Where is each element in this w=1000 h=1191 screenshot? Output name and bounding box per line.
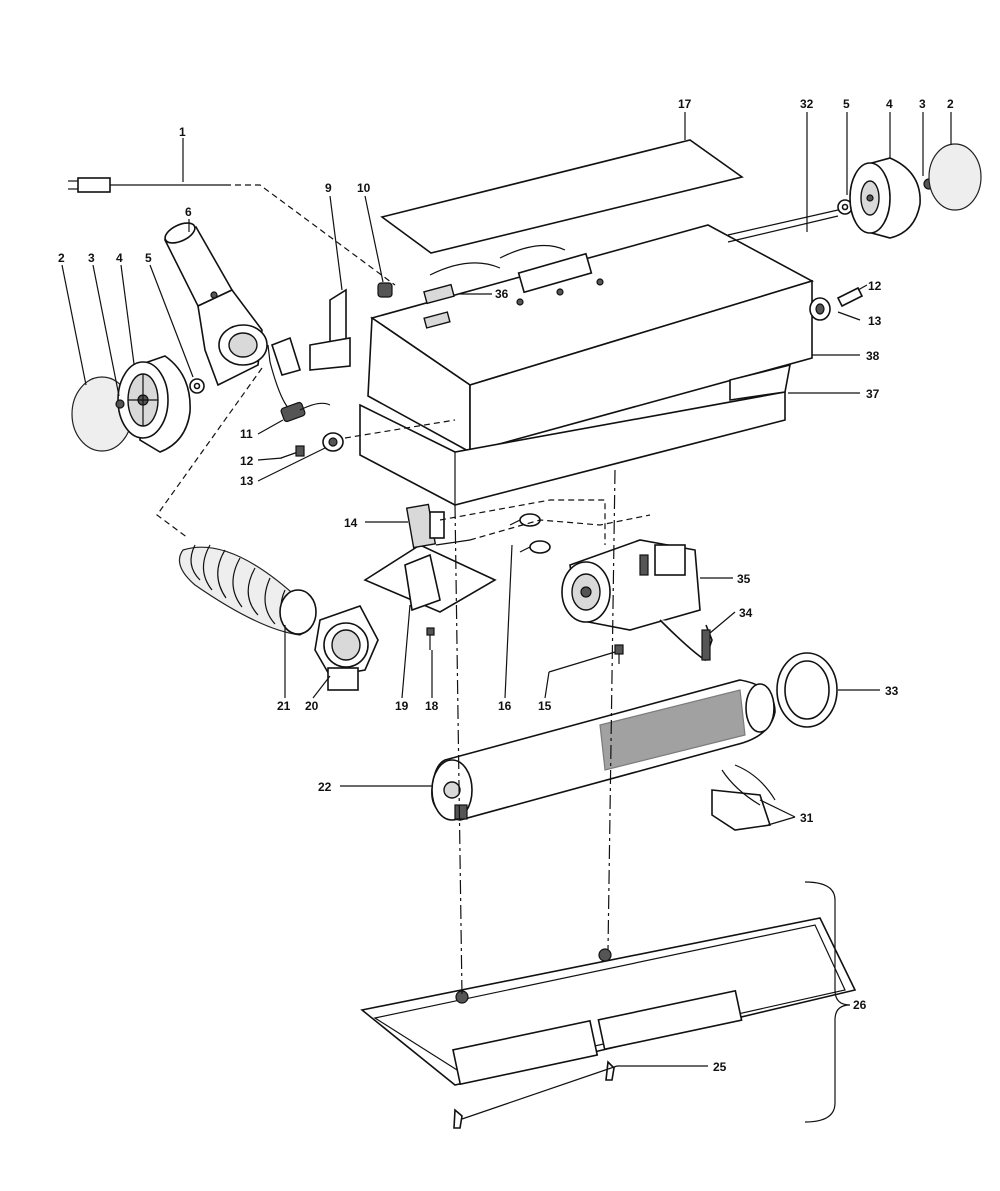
callout-31: 31 [800,811,814,825]
part-9-bracket [309,288,351,371]
part-33-belt [776,652,838,728]
part-11-spring [267,336,331,423]
wiring-path-line [439,499,606,545]
callout-32: 32 [800,97,814,111]
callout-18: 18 [425,699,439,713]
callout-14: 14 [344,516,358,530]
callout-38: 38 [866,349,880,363]
part-12-screw-right [836,286,864,308]
part-18-screw [426,627,435,650]
callout-19: 19 [395,699,409,713]
callout-21: 21 [277,699,291,713]
part-34-motor-clip [659,619,713,662]
part-16-connectors [509,513,551,554]
callout-33: 33 [885,684,899,698]
callout-36: 36 [495,287,509,301]
callout-2-right: 2 [947,97,954,111]
callout-34: 34 [739,606,753,620]
part-26-bottom-plate [360,917,857,1086]
part-2-hubcap-right [928,143,982,211]
guide-line-right [607,469,616,951]
callout-35: 35 [737,572,751,586]
callout-37: 37 [866,387,880,401]
callout-10: 10 [357,181,371,195]
callout-26: 26 [853,998,867,1012]
part-37-base-frame [359,363,792,506]
part-38-hood [367,224,815,454]
part-5-washer-left [189,378,205,394]
part-14-switch [405,503,471,549]
part-4-wheel-right [849,157,921,239]
callout-labels: 1 17 32 5 4 3 2 9 10 6 2 3 4 5 12 36 13 … [58,97,954,1074]
leader-lines [61,112,952,1120]
part-20-nozzle-clamp [314,605,379,691]
guide-line-left [454,504,463,996]
part-15-screw [614,644,624,664]
callout-13-right: 13 [868,314,882,328]
part-13-bushing-left [322,432,344,452]
part-22-brush-roll [431,679,776,821]
callout-5-left: 5 [145,251,152,265]
callout-2-left: 2 [58,251,65,265]
part-31-end-caps [711,764,776,831]
hose-path-line [156,367,263,539]
callout-11: 11 [240,427,253,441]
part-32-axle [727,209,839,243]
part-25-screws [453,1060,615,1129]
callout-4-right: 4 [886,97,893,111]
callout-12-right: 12 [868,279,882,293]
part-6-handle-socket [163,222,268,387]
part-4-wheel-left [117,355,191,453]
wiring-path-line-2 [469,514,651,541]
guide-line-pivot [344,419,456,439]
part-1-cord [68,177,396,286]
callout-16: 16 [498,699,512,713]
callout-5-right: 5 [843,97,850,111]
callout-12-left: 12 [240,454,254,468]
callout-17: 17 [678,97,692,111]
callout-22: 22 [318,780,332,794]
callout-4-left: 4 [116,251,123,265]
callout-1: 1 [179,125,186,139]
part-13-bushing-right [809,297,831,321]
callout-6: 6 [185,205,192,219]
part-21-bellows-hose [178,544,317,636]
part-17-top-plate [380,139,744,254]
callout-3-left: 3 [88,251,95,265]
part-3-nut-left [115,399,125,409]
callout-13-left: 13 [240,474,254,488]
part-12-screw-left [280,445,305,459]
callout-25: 25 [713,1060,727,1074]
callout-9: 9 [325,181,332,195]
callout-3-right: 3 [919,97,926,111]
part-10-grommet [377,282,393,298]
callout-15: 15 [538,699,552,713]
callout-20: 20 [305,699,319,713]
part-19-switch-plate [363,544,497,613]
bracket-26 [804,881,851,1123]
part-35-motor [561,539,701,631]
